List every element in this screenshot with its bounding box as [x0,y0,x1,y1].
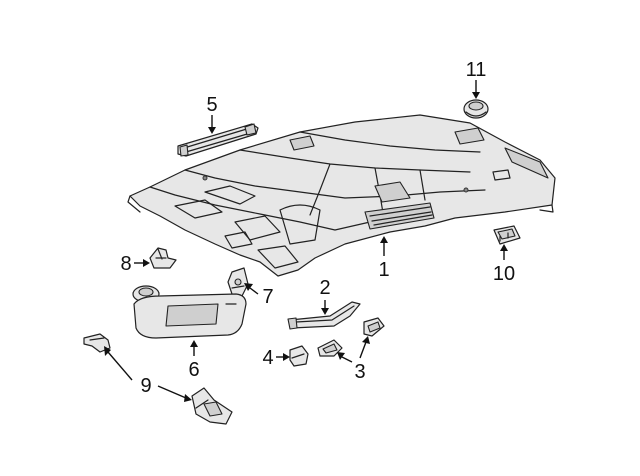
callout-11: 11 [466,59,487,81]
callout-5: 5 [206,94,217,116]
callout-10: 10 [493,263,515,285]
bracket-part-9b [191,387,233,425]
sun-visor-part-6 [132,285,247,339]
callout-2: 2 [319,277,330,299]
callout-3: 3 [354,361,365,383]
clip-part-3b [317,339,343,357]
callout-7: 7 [262,286,273,308]
callout-9: 9 [140,375,151,397]
callout-8: 8 [120,253,131,275]
clip-part-10 [493,225,521,245]
clip-part-4 [289,345,309,367]
trim-strip-part-5 [177,123,259,157]
leader-lines [104,80,508,402]
grab-strip-part-2 [287,301,361,330]
callout-labels: 11 5 1 10 8 7 2 6 4 3 9 [120,59,515,397]
callout-4: 4 [262,347,273,369]
dome-lamp-part-11 [463,99,489,119]
bracket-part-8 [149,247,177,269]
callout-6: 6 [188,359,199,381]
visor-clip-part-7 [227,267,249,297]
callout-1: 1 [378,259,389,281]
clip-part-3a [363,317,385,337]
headliner-part-1 [127,114,556,277]
